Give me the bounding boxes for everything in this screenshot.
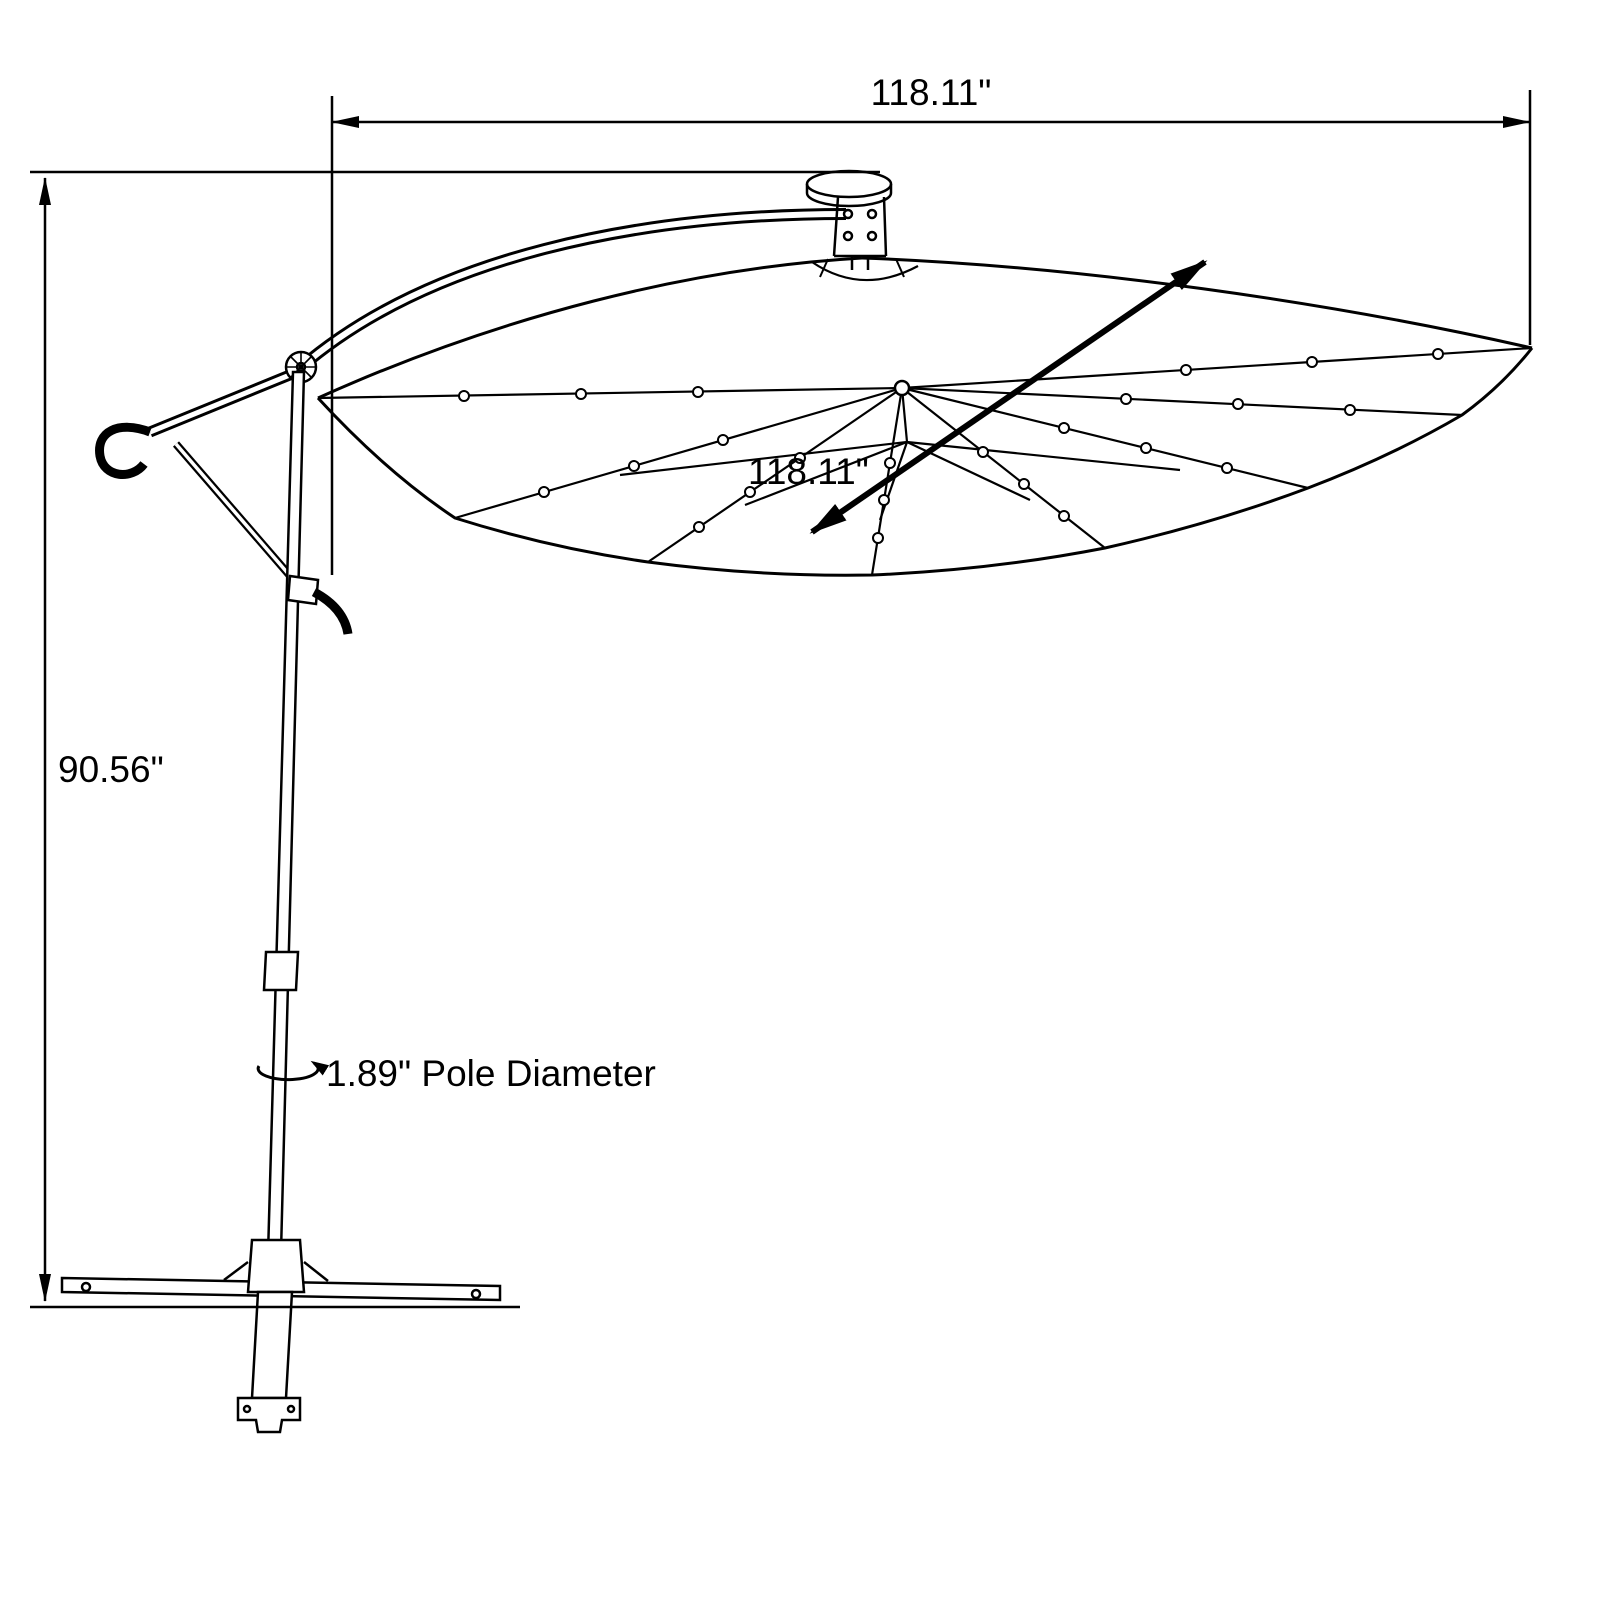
rotation-arrow (256, 1060, 330, 1082)
canopy-diameter-label: 118.11" (748, 451, 869, 492)
canopy-diagonal-dimension (809, 259, 1208, 535)
pole-diameter-label: 1.89" Pole Diameter (326, 1053, 656, 1094)
height-dimension (30, 170, 880, 1309)
canopy-ribs (317, 346, 1533, 576)
rib-hub (893, 379, 911, 397)
pole-joint (262, 950, 300, 992)
cantilever-arm (147, 208, 847, 595)
canopy (316, 256, 1534, 577)
solar-panel (805, 169, 893, 270)
pole (262, 370, 353, 1292)
crank-handle (95, 422, 152, 479)
umbrella-drawing (60, 169, 1534, 1434)
top-width-label: 118.11" (871, 72, 992, 113)
top-width-dimension (330, 90, 1532, 575)
clamp (286, 574, 320, 606)
release-lever (311, 588, 353, 635)
height-label: 90.56" (58, 749, 164, 790)
cross-base (60, 1238, 502, 1434)
pole-diameter-annotation (256, 1060, 330, 1082)
